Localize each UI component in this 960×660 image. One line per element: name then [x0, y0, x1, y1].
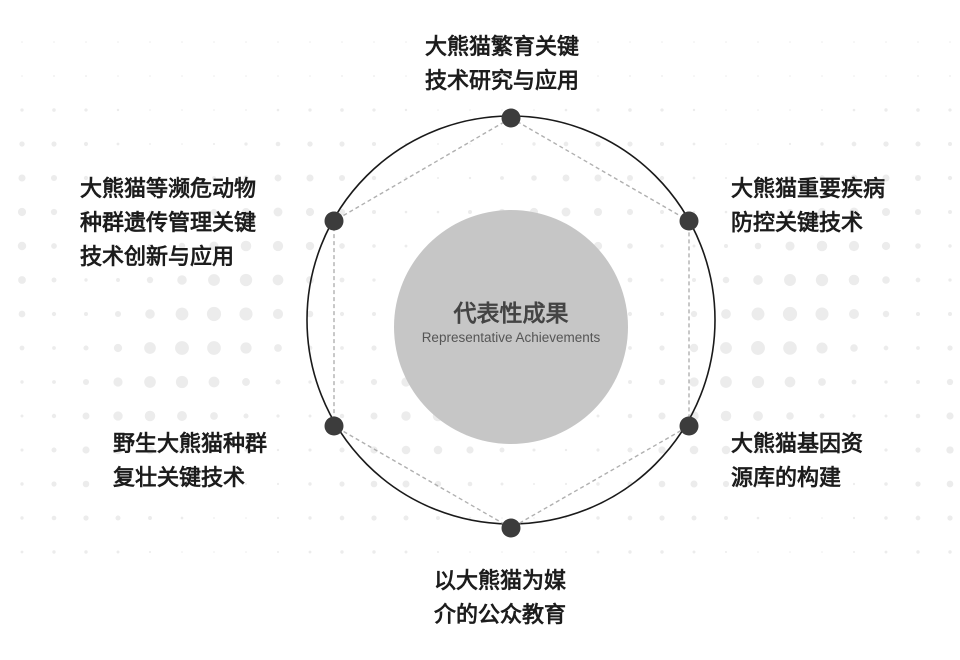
- node-label-upper-right: 大熊猫重要疾病 防控关键技术: [731, 173, 885, 241]
- node-label-lower-left: 野生大熊猫种群 复壮关键技术: [113, 428, 267, 496]
- node-label-bottom: 以大熊猫为媒 介的公众教育: [434, 565, 566, 633]
- node-marker-upper-left: [324, 211, 344, 231]
- center-circle: [394, 210, 628, 444]
- node-label-line: 大熊猫重要疾病: [731, 177, 886, 202]
- node-label-line: 介的公众教育: [434, 603, 567, 628]
- node-label-line: 种群遗传管理关键: [80, 211, 257, 236]
- node-label-line: 复壮关键技术: [113, 466, 246, 491]
- node-label-line: 源库的构建: [731, 466, 842, 491]
- node-label-upper-left: 大熊猫等濒危动物 种群遗传管理关键 技术创新与应用: [80, 173, 256, 275]
- node-marker-lower-right: [679, 416, 699, 436]
- node-label-line: 技术研究与应用: [425, 69, 580, 94]
- node-label-line: 大熊猫等濒危动物: [80, 177, 257, 202]
- node-label-line: 大熊猫繁育关键: [425, 35, 580, 60]
- node-label-top: 大熊猫繁育关键 技术研究与应用: [425, 31, 579, 99]
- node-markers: [324, 108, 699, 538]
- node-label-line: 大熊猫基因资: [731, 432, 864, 457]
- node-label-line: 以大熊猫为媒: [434, 569, 567, 594]
- node-marker-upper-right: [679, 211, 699, 231]
- node-label-line: 野生大熊猫种群: [113, 432, 268, 457]
- node-marker-bottom: [501, 518, 521, 538]
- node-label-line: 技术创新与应用: [80, 245, 235, 270]
- node-marker-top: [501, 108, 521, 128]
- node-label-lower-right: 大熊猫基因资 源库的构建: [731, 428, 863, 496]
- node-marker-lower-left: [324, 416, 344, 436]
- center-title: 代表性成果: [453, 301, 569, 327]
- center-subtitle: Representative Achievements: [421, 330, 601, 345]
- node-label-line: 防控关键技术: [731, 211, 864, 236]
